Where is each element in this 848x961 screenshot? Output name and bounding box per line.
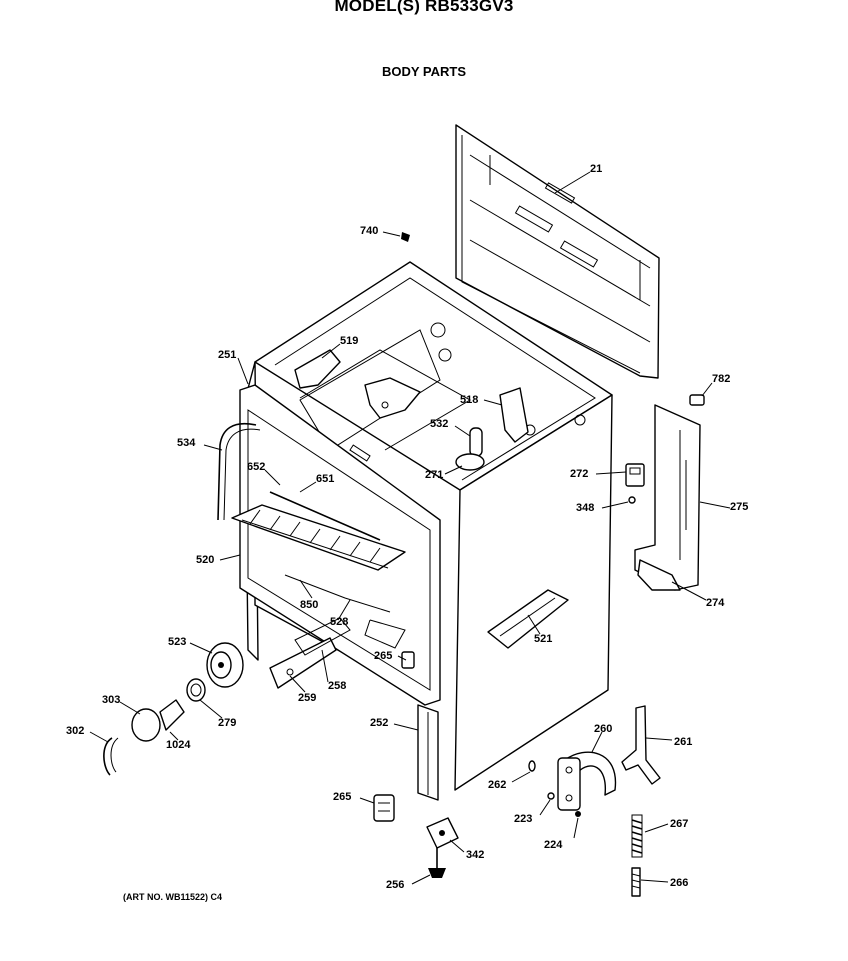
door-gasket-534 bbox=[217, 423, 261, 521]
stud-266 bbox=[631, 867, 641, 897]
callout-256: 256 bbox=[386, 879, 404, 891]
callout-260: 260 bbox=[594, 723, 612, 735]
callout-521: 521 bbox=[534, 633, 552, 645]
bracket-274 bbox=[637, 559, 681, 591]
drawer-rail-258-259 bbox=[269, 617, 351, 689]
clip-782 bbox=[689, 394, 705, 406]
callout-266: 266 bbox=[670, 877, 688, 889]
callout-523: 523 bbox=[168, 636, 186, 648]
callout-259: 259 bbox=[298, 692, 316, 704]
part-262 bbox=[528, 760, 536, 772]
callout-532: 532 bbox=[430, 418, 448, 430]
callout-272: 272 bbox=[570, 468, 588, 480]
lever-261 bbox=[621, 705, 661, 785]
callout-782: 782 bbox=[712, 373, 730, 385]
callout-275: 275 bbox=[730, 501, 748, 513]
screws-223-224 bbox=[547, 792, 581, 817]
callout-252: 252 bbox=[370, 717, 388, 729]
lamp-assembly bbox=[103, 642, 244, 776]
callout-258: 258 bbox=[328, 680, 346, 692]
callout-21: 21 bbox=[590, 163, 602, 175]
callout-251: 251 bbox=[218, 349, 236, 361]
callout-348: 348 bbox=[576, 502, 594, 514]
callout-labels: 21 740 782 251 519 518 532 534 652 651 2… bbox=[66, 163, 748, 891]
callout-265-upper: 265 bbox=[374, 650, 392, 662]
model-title: MODEL(S) RB533GV3 bbox=[334, 0, 514, 15]
spring-267 bbox=[631, 814, 643, 858]
callout-271: 271 bbox=[425, 469, 443, 481]
callout-534: 534 bbox=[177, 437, 196, 449]
screw-348 bbox=[628, 496, 636, 504]
screw-740 bbox=[401, 232, 410, 242]
rear-panel-21 bbox=[455, 124, 660, 379]
callout-342: 342 bbox=[466, 849, 484, 861]
callout-262: 262 bbox=[488, 779, 506, 791]
callout-279: 279 bbox=[218, 717, 236, 729]
oven-rack-520 bbox=[231, 491, 406, 649]
leveling-leg-256 bbox=[428, 848, 446, 878]
callout-302: 302 bbox=[66, 725, 84, 737]
callout-1024: 1024 bbox=[166, 739, 191, 751]
callout-274: 274 bbox=[706, 597, 725, 609]
callout-520: 520 bbox=[196, 554, 214, 566]
callout-303: 303 bbox=[102, 694, 120, 706]
callout-850: 850 bbox=[300, 599, 318, 611]
callout-265-lower: 265 bbox=[333, 791, 351, 803]
callout-518: 518 bbox=[460, 394, 478, 406]
callout-651: 651 bbox=[316, 473, 334, 485]
terminal-block-272 bbox=[625, 463, 645, 487]
callout-223: 223 bbox=[514, 813, 532, 825]
callout-261: 261 bbox=[674, 736, 692, 748]
hinge-252 bbox=[417, 704, 439, 801]
callout-267: 267 bbox=[670, 818, 688, 830]
callout-740: 740 bbox=[360, 225, 378, 237]
leader-lines bbox=[89, 171, 731, 885]
callout-528: 528 bbox=[330, 616, 348, 628]
callout-519: 519 bbox=[340, 335, 358, 347]
section-title: BODY PARTS bbox=[381, 64, 467, 79]
connector-265a bbox=[401, 651, 415, 669]
connector-265b bbox=[373, 794, 395, 822]
latch-hook-260 bbox=[557, 751, 617, 811]
callout-224: 224 bbox=[544, 839, 563, 851]
callout-652: 652 bbox=[247, 461, 265, 473]
art-number: (ART NO. WB11522) C4 bbox=[123, 892, 223, 902]
